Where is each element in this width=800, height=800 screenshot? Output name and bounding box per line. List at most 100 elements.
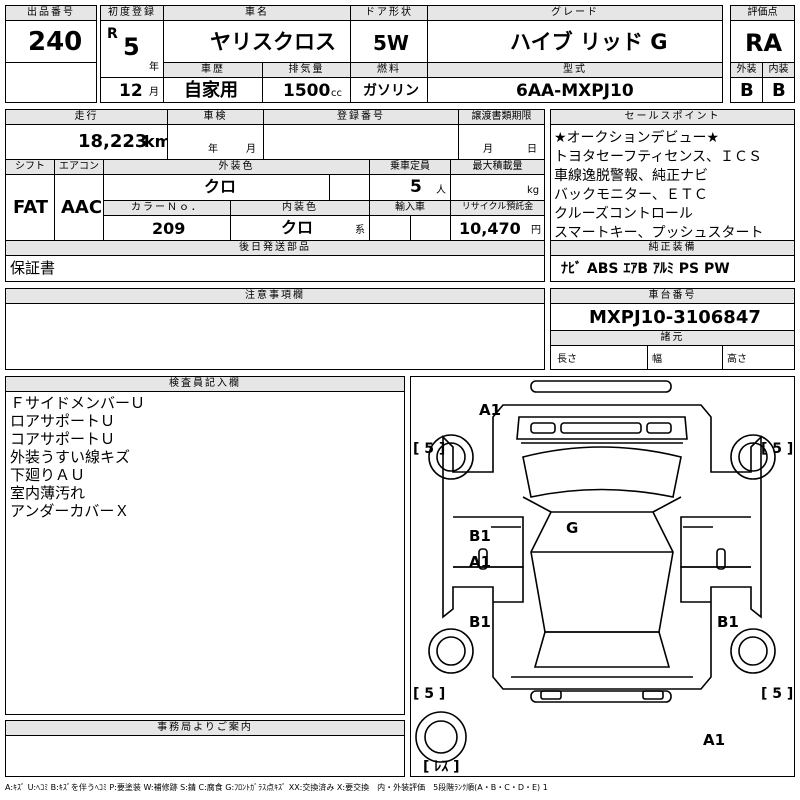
lot-blank	[5, 62, 97, 103]
sales-point-item: バックモニター、ＥＴＣ	[554, 187, 708, 203]
capacity-unit: 人	[436, 185, 446, 196]
int-color-unit: 系	[355, 225, 365, 236]
first-reg-cell: R 5 年	[100, 20, 164, 78]
chassis-cell: MXPJ10-3106847	[550, 303, 795, 331]
chassis-header: 車台番号	[550, 288, 795, 304]
inspection-cell: 年 月	[167, 124, 264, 160]
mileage-header: 走行	[5, 109, 168, 125]
ext-color-header: 外装色	[103, 159, 370, 175]
sales-point-item: スマートキー、プッシュスタート	[554, 225, 764, 241]
transfer-cell: 月 日	[458, 124, 545, 160]
displacement-header: 排気量	[262, 62, 351, 78]
tread-rear-right: [ 5 ]	[761, 686, 793, 702]
standard-equip-cell: ﾅﾋﾞ ABS ｴｱB ｱﾙﾐ PS PW	[550, 255, 795, 282]
aircon-header: エアコン	[54, 159, 104, 175]
interior-grade: B	[772, 80, 786, 101]
capacity-header: 乗車定員	[369, 159, 451, 175]
width-cell: 幅	[647, 345, 723, 370]
later-parts: 保証書	[10, 259, 56, 277]
inspector-note: ロアサポートＵ	[10, 412, 116, 430]
shift-cell: FAT	[5, 174, 55, 241]
reg-month: 12	[119, 81, 143, 101]
later-parts-cell: 保証書	[5, 255, 545, 282]
office-header: 事務局よりご案内	[5, 720, 405, 736]
recycle-cell: 10,470 円	[450, 215, 545, 241]
lot-cell: 240	[5, 20, 97, 63]
aircon-cell: AAC	[54, 174, 104, 241]
inspector-note: アンダーカバーＸ	[10, 502, 130, 520]
registration-cell	[263, 124, 459, 160]
import-header: 輸入車	[369, 200, 451, 216]
capacity-cell: 5 人	[369, 174, 451, 201]
tread-depths: [ 5 ] [ 5 ] [ 5 ] [ 5 ] [ ﾚｽ ]	[413, 441, 793, 775]
office-cell	[5, 735, 405, 777]
displacement-cell: 1500 cc	[262, 77, 351, 103]
inspector-note: 外装うすい線キズ	[10, 448, 131, 466]
recycle: 10,470	[459, 219, 521, 238]
inspector-note: 下廻りＡＵ	[10, 466, 86, 484]
sales-point-item: 車線逸脱警報、純正ナビ	[554, 168, 708, 184]
lot-header: 出品番号	[5, 5, 97, 21]
shift: FAT	[13, 197, 49, 218]
inspection-year-unit: 年	[208, 144, 218, 155]
inspector-note: ＦサイドメンバーＵ	[10, 394, 146, 412]
color-no-cell: 209	[103, 215, 231, 241]
fuel-cell: ガソリン	[350, 77, 428, 103]
ext-color-sub	[329, 174, 370, 201]
capacity: 5	[410, 177, 422, 197]
sales-point-item: トヨタセーフティセンス、ＩＣＳ	[554, 149, 763, 165]
damage-marks: A1 G B1 A1 B1 B1 A1	[469, 401, 739, 749]
legend: A:ｷｽﾞ U:ﾍｺﾐ B:ｷｽﾞを伴うﾍｺﾐ P:要塗装 W:補修跡 S:錆 …	[5, 783, 548, 792]
damage-mark: A1	[703, 731, 725, 749]
door: 5W	[373, 31, 409, 55]
score-header: 評価点	[730, 5, 795, 21]
inspection-month-unit: 月	[246, 144, 256, 155]
car-outline	[415, 380, 776, 763]
car-name-header: 車名	[163, 5, 351, 21]
model: 6AA-MXPJ10	[516, 81, 634, 101]
reg-year: 5	[123, 33, 140, 61]
displacement-unit: cc	[331, 88, 342, 99]
lot-number: 240	[28, 27, 83, 57]
fuel: ガソリン	[363, 83, 419, 99]
interior-grade-cell: B	[762, 77, 795, 103]
damage-mark: A1	[479, 401, 501, 419]
exterior-header: 外装	[730, 62, 763, 78]
inspector-note: コアサポートＵ	[10, 430, 116, 448]
door-cell: 5W	[350, 20, 428, 63]
grade-header: グレード	[427, 5, 723, 21]
length-label: 長さ	[557, 354, 577, 365]
int-color-header: 内装色	[230, 200, 370, 216]
transfer-month-unit: 月	[483, 144, 493, 155]
exterior-grade: B	[740, 80, 754, 101]
car-diagram-svg: A1 G B1 A1 B1 B1 A1 [ 5 ] [ 5 ] [ 5 ] [ …	[413, 380, 793, 775]
chassis-number: MXPJ10-3106847	[589, 307, 761, 328]
damage-mark: B1	[717, 613, 739, 631]
car-name-cell: ヤリスクロス	[163, 20, 351, 63]
int-color: クロ	[281, 218, 314, 237]
car-name: ヤリスクロス	[210, 30, 336, 54]
fuel-header: 燃料	[350, 62, 428, 78]
int-color-cell: クロ 系	[230, 215, 370, 241]
standard-equip-header: 純正装備	[550, 240, 795, 256]
dimensions-header: 諸元	[550, 330, 795, 346]
registration-header: 登録番号	[263, 109, 459, 125]
sales-point-header: セールスポイント	[550, 109, 795, 125]
inspector-note: 室内薄汚れ	[10, 484, 86, 502]
mileage-unit: km	[144, 132, 172, 151]
damage-mark: B1	[469, 613, 491, 631]
grade-cell: ハイブ リッド G	[427, 20, 723, 63]
recycle-unit: 円	[531, 225, 541, 236]
displacement: 1500	[283, 81, 331, 101]
mileage: 18,223	[78, 131, 148, 152]
reg-month-cell: 12 月	[100, 77, 164, 103]
notes-header: 注意事項欄	[5, 288, 545, 304]
score-cell: RA	[730, 20, 795, 63]
length-cell: 長さ	[550, 345, 648, 370]
history-header: 車歴	[163, 62, 263, 78]
sales-point-item: ★オークションデビュー★	[554, 130, 720, 146]
max-load-unit: kg	[527, 185, 540, 196]
model-header: 型式	[427, 62, 723, 78]
year-unit: 年	[149, 62, 159, 73]
tread-front-left: [ 5 ]	[413, 441, 445, 457]
